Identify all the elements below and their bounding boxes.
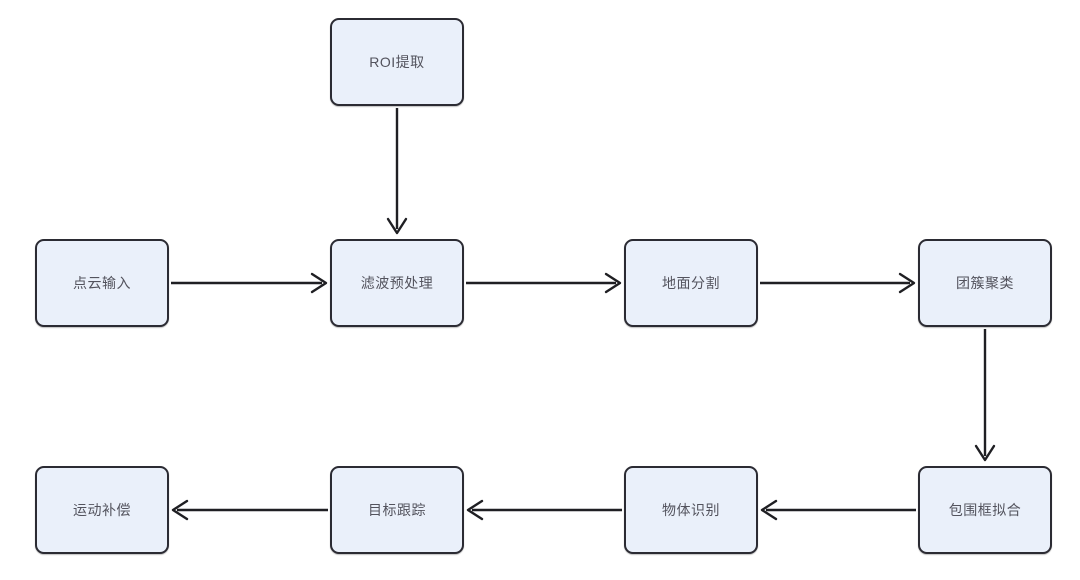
node-label: 目标跟踪 bbox=[368, 501, 426, 518]
edge-filter-to-ground bbox=[466, 272, 622, 294]
edge-cluster-to-bbox bbox=[974, 329, 996, 462]
node-input[interactable]: 点云输入 bbox=[35, 239, 169, 327]
edge-ground-to-cluster bbox=[760, 272, 916, 294]
node-label: 点云输入 bbox=[73, 274, 131, 291]
node-ground[interactable]: 地面分割 bbox=[624, 239, 758, 327]
node-bbox[interactable]: 包围框拟合 bbox=[918, 466, 1052, 554]
node-label: 地面分割 bbox=[662, 274, 720, 291]
edge-roi-to-filter bbox=[386, 108, 408, 235]
edge-bbox-to-recognize bbox=[760, 499, 916, 521]
node-cluster[interactable]: 团簇聚类 bbox=[918, 239, 1052, 327]
node-label: 滤波预处理 bbox=[360, 274, 434, 291]
node-label: 包围框拟合 bbox=[948, 501, 1022, 518]
node-track[interactable]: 目标跟踪 bbox=[330, 466, 464, 554]
edge-recognize-to-track bbox=[466, 499, 622, 521]
node-recognize[interactable]: 物体识别 bbox=[624, 466, 758, 554]
edge-track-to-motion bbox=[171, 499, 328, 521]
node-roi[interactable]: ROI提取 bbox=[330, 18, 464, 106]
node-label: 运动补偿 bbox=[73, 501, 131, 518]
node-label: 团簇聚类 bbox=[956, 274, 1014, 291]
node-label: ROI提取 bbox=[369, 53, 425, 70]
node-filter[interactable]: 滤波预处理 bbox=[330, 239, 464, 327]
edge-input-to-filter bbox=[171, 272, 328, 294]
node-motion[interactable]: 运动补偿 bbox=[35, 466, 169, 554]
node-label: 物体识别 bbox=[662, 501, 720, 518]
